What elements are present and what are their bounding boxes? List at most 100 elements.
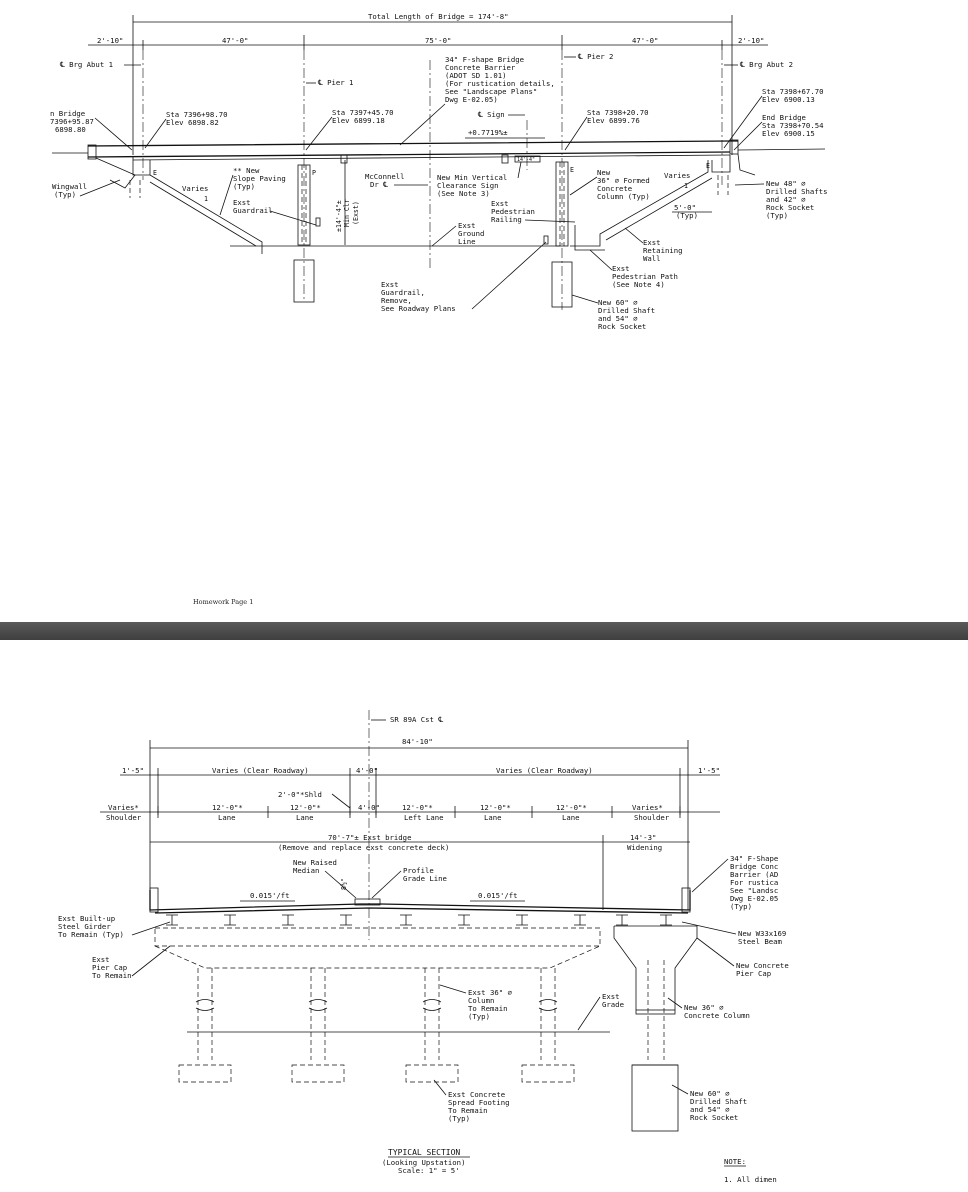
brg-abut-2-label: ℄ Brg Abut 2 <box>739 60 793 69</box>
svg-text:Sta 7398+20.70: Sta 7398+20.70 <box>587 108 649 117</box>
svg-text:To Remain: To Remain <box>448 1106 488 1115</box>
new-column-label: New 36" ⌀ Concrete Column <box>684 1003 750 1020</box>
guardrail-remove-label: Exst Guardrail, Remove, See Roadway Plan… <box>381 280 456 313</box>
column-break-3 <box>538 999 558 1011</box>
svg-text:Concrete: Concrete <box>597 184 632 193</box>
svg-text:Profile: Profile <box>403 866 434 875</box>
girder-1 <box>224 914 236 926</box>
page-footer: Homework Page 1 <box>193 598 254 606</box>
section-title: TYPICAL SECTION <box>388 1148 460 1157</box>
svg-text:Slope Paving: Slope Paving <box>233 174 286 183</box>
girder-9 <box>660 914 672 926</box>
svg-text:Steel Beam: Steel Beam <box>738 937 783 946</box>
svg-text:Railing: Railing <box>491 215 522 224</box>
svg-text:(For rustication details,: (For rustication details, <box>445 79 555 88</box>
svg-text:Exst Concrete: Exst Concrete <box>448 1090 505 1099</box>
end-bridge-label: End Bridge Sta 7398+70.54 Elev 6900.15 <box>762 113 824 138</box>
column-break-0 <box>195 999 215 1011</box>
svg-text:Dr ℄: Dr ℄ <box>370 180 388 189</box>
svg-text:Elev 6899.76: Elev 6899.76 <box>587 116 640 125</box>
svg-text:Bridge Conc: Bridge Conc <box>730 862 778 871</box>
exst-bridge-dim: 70'-7"± Exst bridge <box>328 833 411 842</box>
homework-page-1: Total Length of Bridge = 174'-8" 2'-10" … <box>50 12 828 606</box>
letter-e-3: E <box>706 162 710 170</box>
svg-text:Pier Cap: Pier Cap <box>92 963 127 972</box>
svg-text:New 60" ⌀: New 60" ⌀ <box>598 298 638 307</box>
letter-p: P <box>312 169 316 177</box>
svg-text:Exst: Exst <box>612 264 630 273</box>
svg-text:(See Note 4): (See Note 4) <box>612 280 665 289</box>
exst-column-2 <box>405 968 459 1083</box>
lane-label-2: Lane <box>296 813 314 822</box>
new-pier-cap-label: New Concrete Pier Cap <box>736 961 789 978</box>
widening-dim: 14'-3" <box>630 833 656 842</box>
svg-text:Wall: Wall <box>643 254 661 263</box>
svg-text:(ADOT SD 1.01): (ADOT SD 1.01) <box>445 71 507 80</box>
median-height: 8½" <box>340 878 348 890</box>
svg-text:Elev 6899.18: Elev 6899.18 <box>332 116 385 125</box>
svg-text:Steel Girder: Steel Girder <box>58 922 111 931</box>
ped-path-label: Exst Pedestrian Path (See Note 4) <box>612 264 678 289</box>
svg-text:±14'-4"±: ±14'-4"± <box>335 200 343 232</box>
lane-dim-1: 12'-0"* <box>212 803 243 812</box>
svg-text:Elev 6900.15: Elev 6900.15 <box>762 129 815 138</box>
clearance-sign-label: New Min Vertical Clearance Sign (See Not… <box>437 173 507 198</box>
total-length-label: Total Length of Bridge = 174'-8" <box>368 12 509 21</box>
svg-text:Wingwall: Wingwall <box>52 182 87 191</box>
svg-text:(Typ): (Typ) <box>468 1012 490 1021</box>
svg-text:Sta 7396+98.70: Sta 7396+98.70 <box>166 110 228 119</box>
slope-ratio-left: 1 <box>204 195 208 203</box>
svg-text:5'-0": 5'-0" <box>674 203 696 212</box>
svg-text:Exst 36" ⌀: Exst 36" ⌀ <box>468 988 513 997</box>
svg-text:(Typ): (Typ) <box>766 211 788 220</box>
svg-text:Grade Line: Grade Line <box>403 874 447 883</box>
girder-8 <box>616 914 628 926</box>
dim-abut2: 2'-10" <box>738 36 764 45</box>
svg-text:7396+95.87: 7396+95.87 <box>50 117 94 126</box>
svg-text:See "Landscape Plans": See "Landscape Plans" <box>445 87 537 96</box>
svg-text:New Concrete: New Concrete <box>736 961 789 970</box>
svg-text:and 54" ⌀: and 54" ⌀ <box>598 314 638 323</box>
svg-text:(Typ): (Typ) <box>233 182 255 191</box>
existing-columns <box>178 968 575 1083</box>
station-4-label: Sta 7398+67.70 Elev 6900.13 <box>762 87 824 104</box>
svg-text:Sta 7398+67.70: Sta 7398+67.70 <box>762 87 824 96</box>
widening-label: Widening <box>627 843 662 852</box>
svg-text:Exst: Exst <box>602 992 620 1001</box>
letter-e-1: E <box>153 169 157 177</box>
lane-label-5: Lane <box>484 813 502 822</box>
svg-text:Pier Cap: Pier Cap <box>736 969 771 978</box>
svg-text:Sta 7397+45.70: Sta 7397+45.70 <box>332 108 394 117</box>
min-clearance-label: ±14'-4"± Min Clr (Exst) <box>335 199 360 232</box>
svg-text:Column: Column <box>468 996 494 1005</box>
svg-text:See "Landsc: See "Landsc <box>730 886 778 895</box>
svg-text:Clearance Sign: Clearance Sign <box>437 181 499 190</box>
column-break-2 <box>422 999 442 1011</box>
section-scale: Scale: 1" = 5' <box>398 1166 460 1175</box>
svg-text:Exst: Exst <box>491 199 509 208</box>
drilled-shaft-60-label: New 60" ⌀ Drilled Shaft and 54" ⌀ Rock S… <box>598 298 655 331</box>
girder-label: Exst Built-up Steel Girder To Remain (Ty… <box>58 914 124 939</box>
exst-guardrail-label: Exst Guardrail <box>233 198 273 215</box>
svg-text:Exst: Exst <box>643 238 661 247</box>
svg-text:To Remain: To Remain <box>468 1004 508 1013</box>
girder-5 <box>458 914 470 926</box>
grade-label: +0.7719%± <box>468 128 508 137</box>
svg-text:and 42" ⌀: and 42" ⌀ <box>766 195 806 204</box>
svg-text:Dwg E-02.05: Dwg E-02.05 <box>730 894 778 903</box>
svg-text:Drilled Shaft: Drilled Shaft <box>690 1097 747 1106</box>
svg-text:Min Clr: Min Clr <box>343 199 351 227</box>
slope-ratio-right: 1 <box>684 182 688 190</box>
edge-dim-left: 1'-5" <box>122 766 144 775</box>
dim-span1: 47'-0" <box>222 36 248 45</box>
edge-dim-right: 1'-5" <box>698 766 720 775</box>
girder-2 <box>282 914 294 926</box>
lane-dim-2: 12'-0"* <box>290 803 321 812</box>
svg-text:(Typ): (Typ) <box>730 902 752 911</box>
clear-roadway-left: Varies (Clear Roadway) <box>212 766 309 775</box>
pier-2-label: ℄ Pier 2 <box>577 52 613 61</box>
column-break-1 <box>308 999 328 1011</box>
svg-text:Pedestrian: Pedestrian <box>491 207 535 216</box>
svg-text:See Roadway Plans: See Roadway Plans <box>381 304 456 313</box>
station-3-label: Sta 7398+20.70 Elev 6899.76 <box>587 108 649 125</box>
